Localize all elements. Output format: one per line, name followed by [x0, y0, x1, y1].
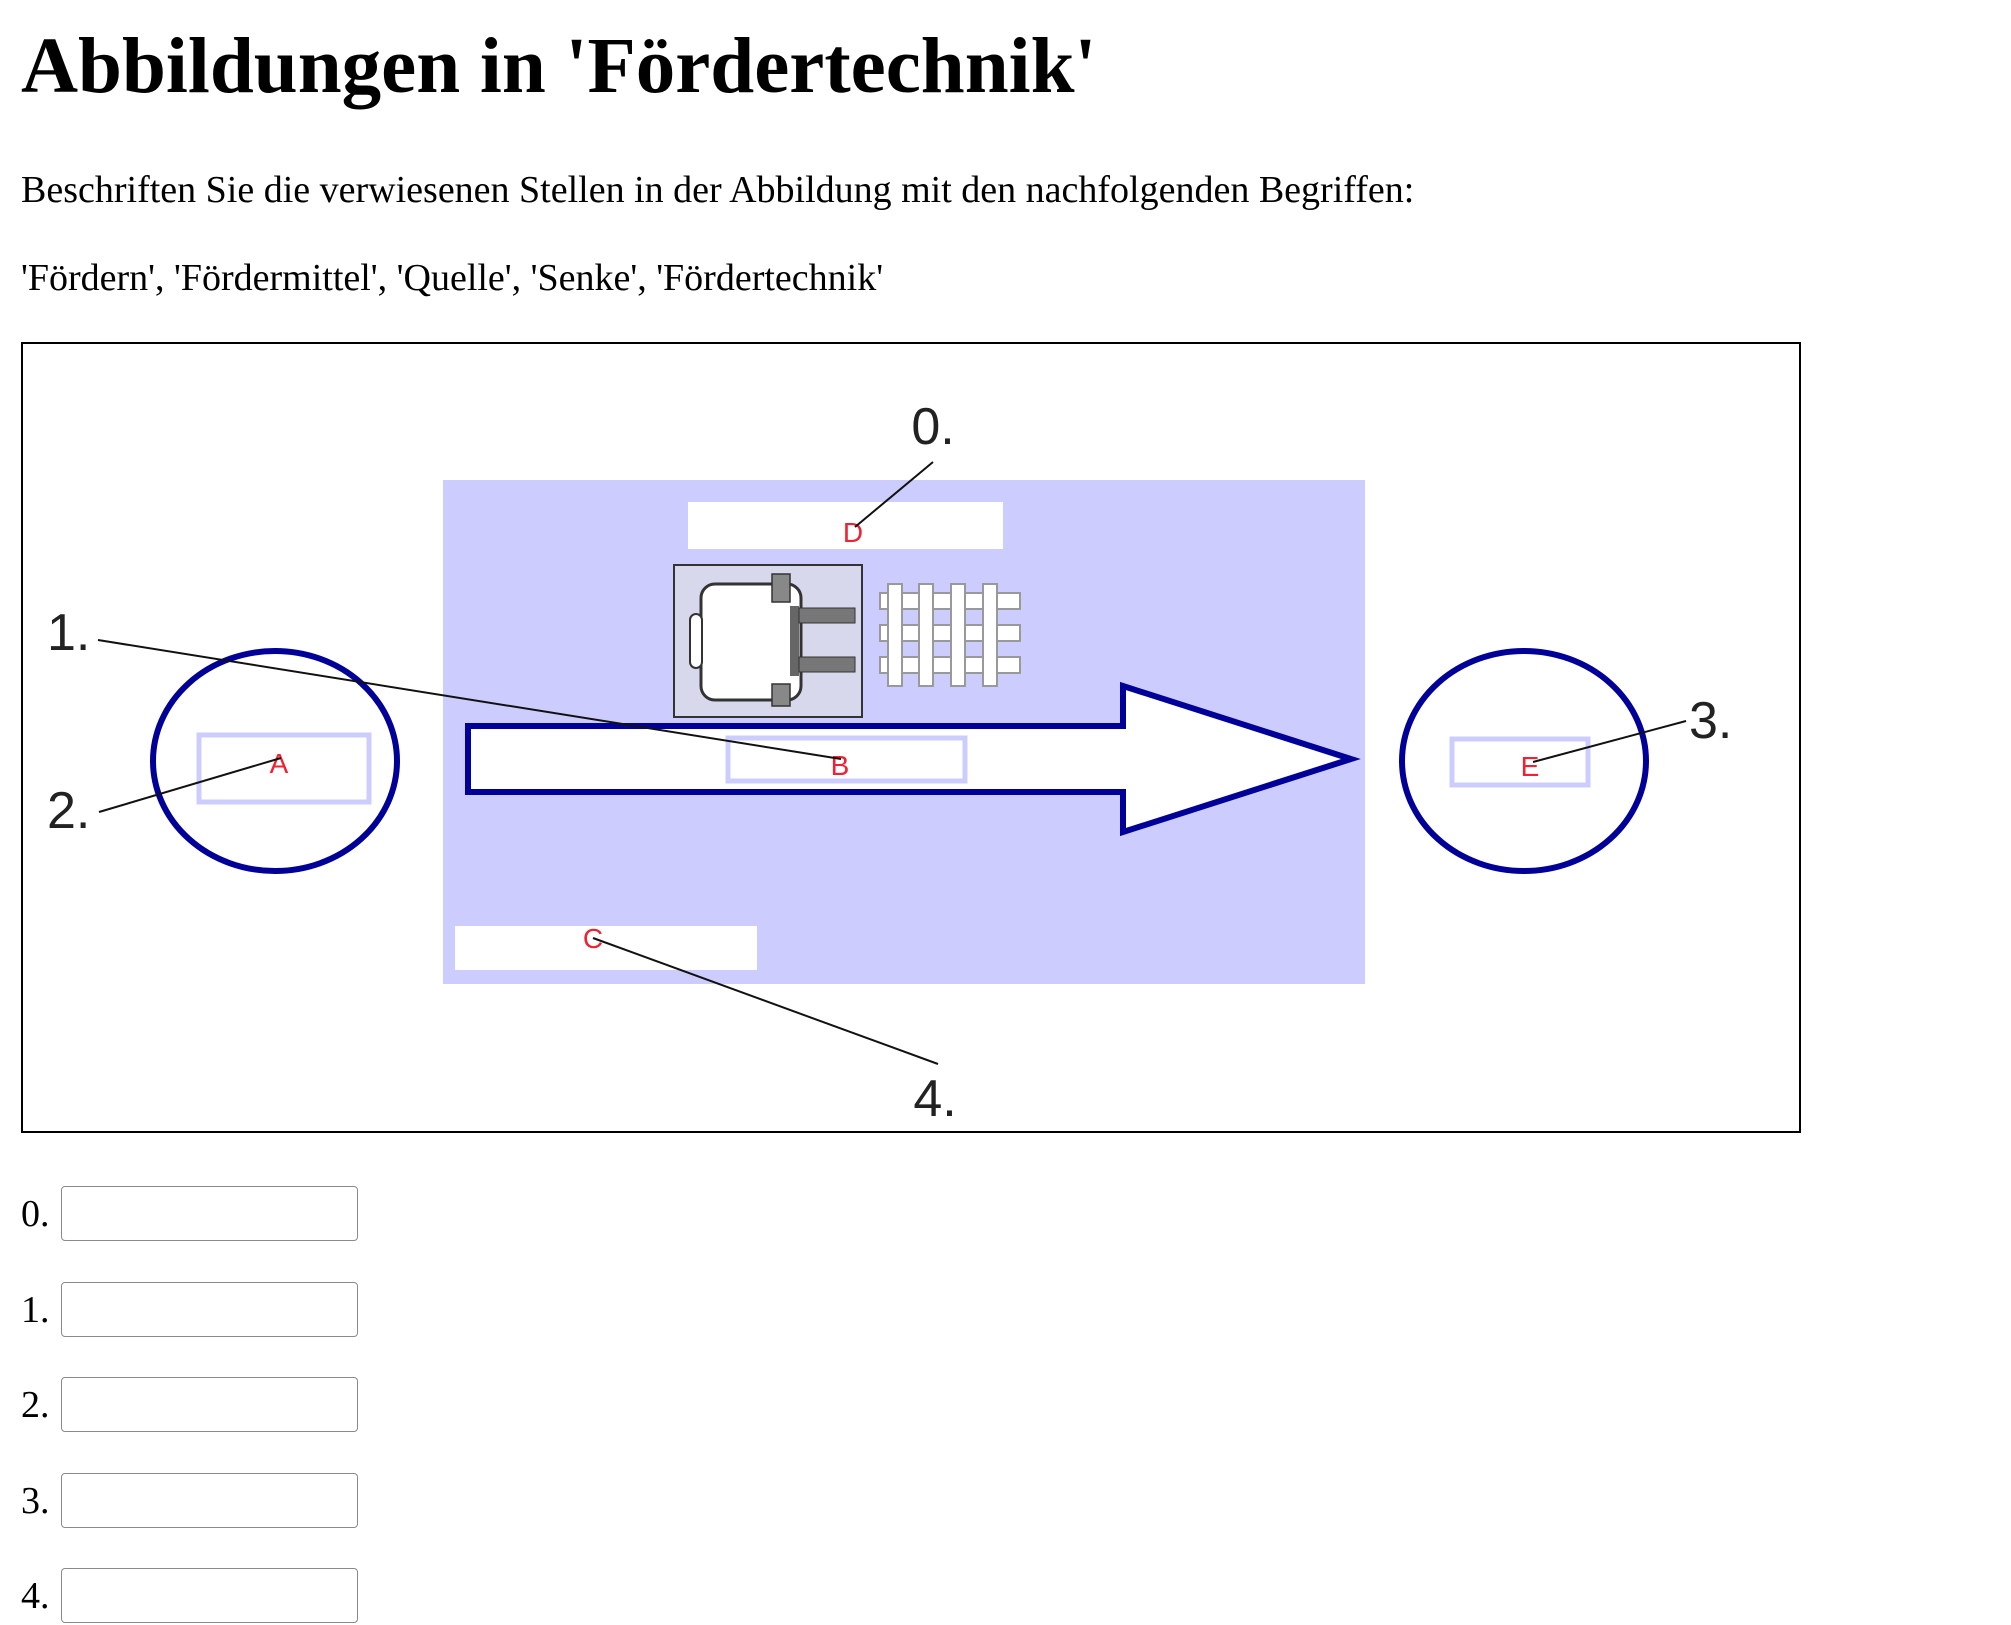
- letter-b: B: [831, 750, 850, 781]
- instruction-text: Beschriften Sie die verwiesenen Stellen …: [21, 169, 1415, 211]
- diagram-number-0: 0.: [911, 398, 954, 456]
- label-box-c: [455, 926, 757, 970]
- sink-circle: [1399, 648, 1649, 874]
- figure-frame: D B A E C 0. 1. 2. 3. 4.: [21, 342, 1801, 1133]
- source-circle: [150, 648, 400, 874]
- term-list: 'Fördern', 'Fördermittel', 'Quelle', 'Se…: [21, 257, 884, 299]
- answer-label: 0.: [21, 1193, 50, 1235]
- pallet-icon: [879, 583, 1021, 687]
- letter-a: A: [270, 748, 289, 779]
- answer-input-0[interactable]: [61, 1186, 358, 1241]
- answer-label: 2.: [21, 1384, 50, 1426]
- answer-input-3[interactable]: [61, 1473, 358, 1528]
- leader-line-0: [854, 461, 934, 528]
- answer-input-4[interactable]: [61, 1568, 358, 1623]
- leader-line-3: [1532, 720, 1687, 763]
- answer-label: 3.: [21, 1480, 50, 1522]
- label-box-e: [1449, 736, 1591, 788]
- answer-input-1[interactable]: [61, 1282, 358, 1337]
- label-box-d: [688, 502, 1003, 549]
- diagram-number-1: 1.: [47, 604, 90, 662]
- leader-line-1: [97, 639, 842, 760]
- answer-input-2[interactable]: [61, 1377, 358, 1432]
- leader-line-4: [592, 937, 939, 1065]
- arrow-icon: [465, 681, 1361, 837]
- labeling-diagram: D B A E C 0. 1. 2. 3. 4.: [47, 398, 1732, 1128]
- diagram-number-2: 2.: [47, 782, 90, 840]
- forklift-icon: [673, 564, 863, 718]
- answer-label: 4.: [21, 1575, 50, 1617]
- page-title: Abbildungen in 'Fördertechnik': [21, 23, 1097, 110]
- answer-label: 1.: [21, 1289, 50, 1331]
- leader-line-2: [98, 757, 282, 813]
- letter-e: E: [1521, 751, 1540, 782]
- label-box-a: [196, 732, 372, 805]
- label-box-b: [725, 735, 968, 784]
- diagram-number-3: 3.: [1689, 692, 1732, 750]
- diagram-number-4: 4.: [913, 1070, 956, 1128]
